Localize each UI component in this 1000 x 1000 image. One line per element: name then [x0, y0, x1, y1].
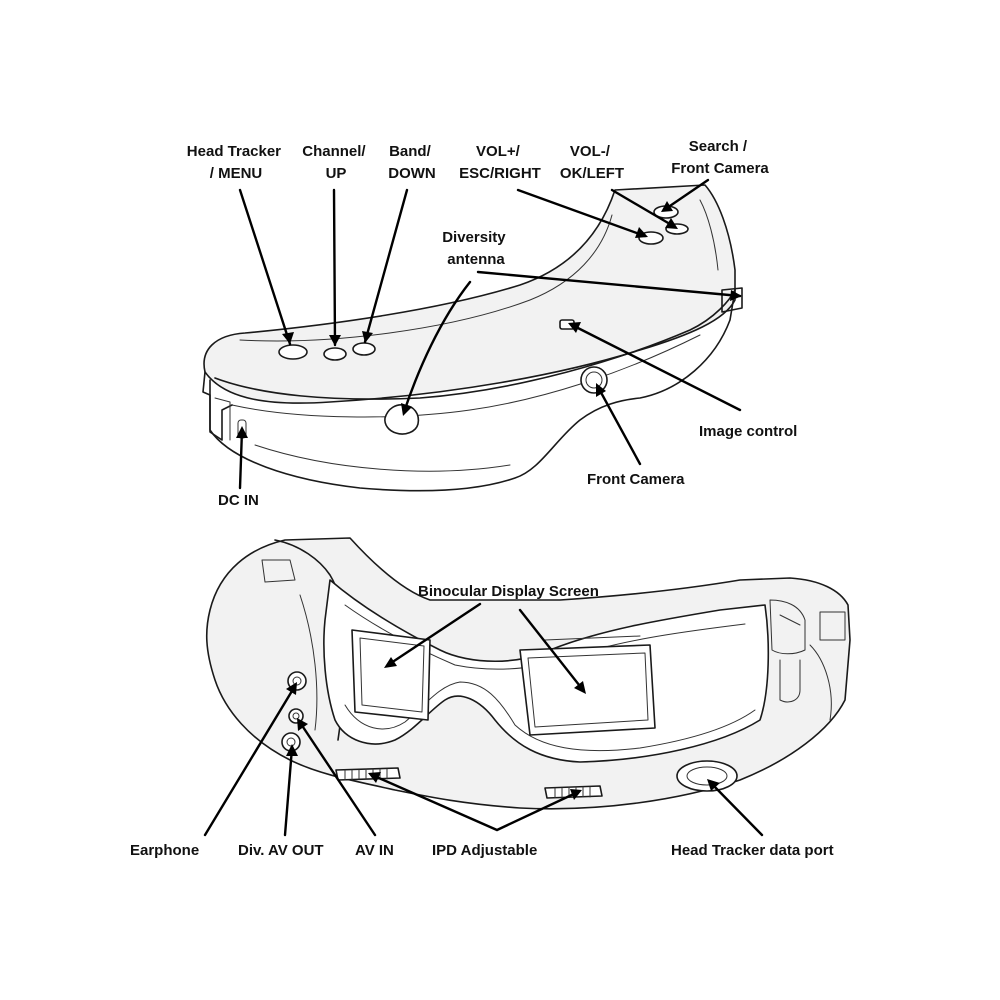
label-channel-up: Channel/ UP: [302, 143, 370, 182]
label-band-down: Band/ DOWN: [388, 143, 436, 182]
label-ipd-adjustable: IPD Adjustable: [432, 842, 537, 859]
goggles-top-view: [202, 184, 743, 492]
label-av-in: AV IN: [355, 842, 394, 859]
label-front-camera: Front Camera: [587, 471, 685, 488]
label-vol-minus: VOL-/ OK/LEFT: [560, 143, 624, 182]
top-labels: Head Tracker / MENU Channel/ UP Band/ DO…: [187, 138, 798, 509]
goggles-bottom-view: [205, 537, 851, 810]
label-vol-plus: VOL+/ ESC/RIGHT: [459, 143, 541, 182]
label-earphone: Earphone: [130, 842, 199, 859]
label-binocular-display: Binocular Display Screen: [418, 583, 599, 600]
label-head-tracker-port: Head Tracker data port: [671, 842, 834, 859]
label-image-control: Image control: [699, 423, 797, 440]
label-dc-in: DC IN: [218, 492, 259, 509]
label-div-av-out: Div. AV OUT: [238, 842, 324, 859]
bottom-labels: Binocular Display Screen Earphone Div. A…: [130, 583, 834, 859]
bottom-leaders: [203, 602, 764, 837]
label-diversity-antenna: Diversity antenna: [442, 229, 510, 268]
top-leaders: [236, 178, 742, 490]
label-head-tracker-menu: Head Tracker / MENU: [187, 143, 285, 182]
label-search: Search / Front Camera: [671, 138, 769, 177]
